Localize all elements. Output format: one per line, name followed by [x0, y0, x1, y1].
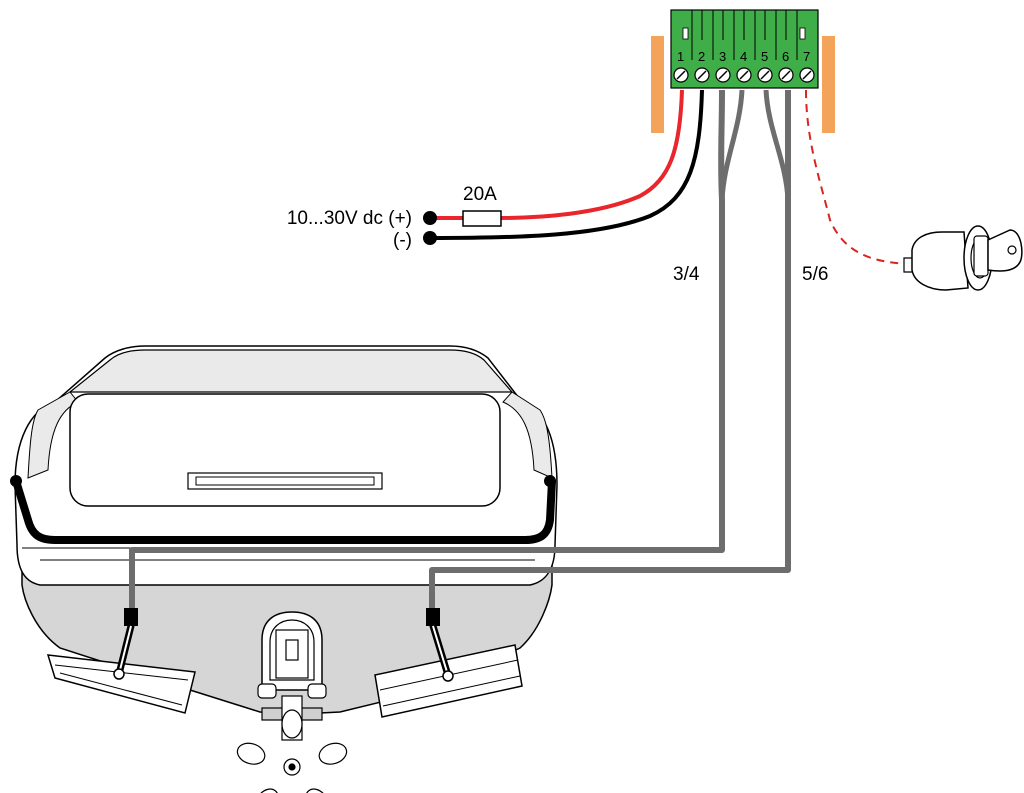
fuse-label: 20A — [463, 184, 497, 205]
outboard-propeller-icon — [236, 611, 348, 793]
pin-5-label: 5 — [761, 49, 768, 64]
actuator-cables — [129, 89, 791, 612]
pin-2-label: 2 — [698, 49, 705, 64]
fuse-icon — [462, 210, 502, 227]
trim-tab-right-icon — [374, 608, 523, 718]
pin-4-label: 4 — [740, 49, 747, 64]
ignition-wire — [805, 89, 909, 265]
negative-supply-label: (-) — [393, 230, 412, 251]
cable-3-4-label: 3/4 — [673, 264, 700, 285]
mounting-bracket-right — [822, 36, 835, 133]
pin-7-label: 7 — [803, 49, 810, 64]
positive-supply-label: 10...30V dc (+) — [287, 208, 412, 229]
mounting-bracket-left — [651, 36, 664, 133]
ignition-key-switch-icon — [903, 225, 1023, 291]
power-wires — [423, 89, 704, 245]
pin-6-label: 6 — [782, 49, 789, 64]
pin-3-label: 3 — [719, 49, 726, 64]
trim-tab-left-icon — [46, 608, 196, 714]
cable-5-6-label: 5/6 — [802, 264, 828, 285]
terminal-block-icon: 1 2 3 4 5 6 7 — [670, 9, 819, 89]
pin-1-label: 1 — [677, 49, 684, 64]
